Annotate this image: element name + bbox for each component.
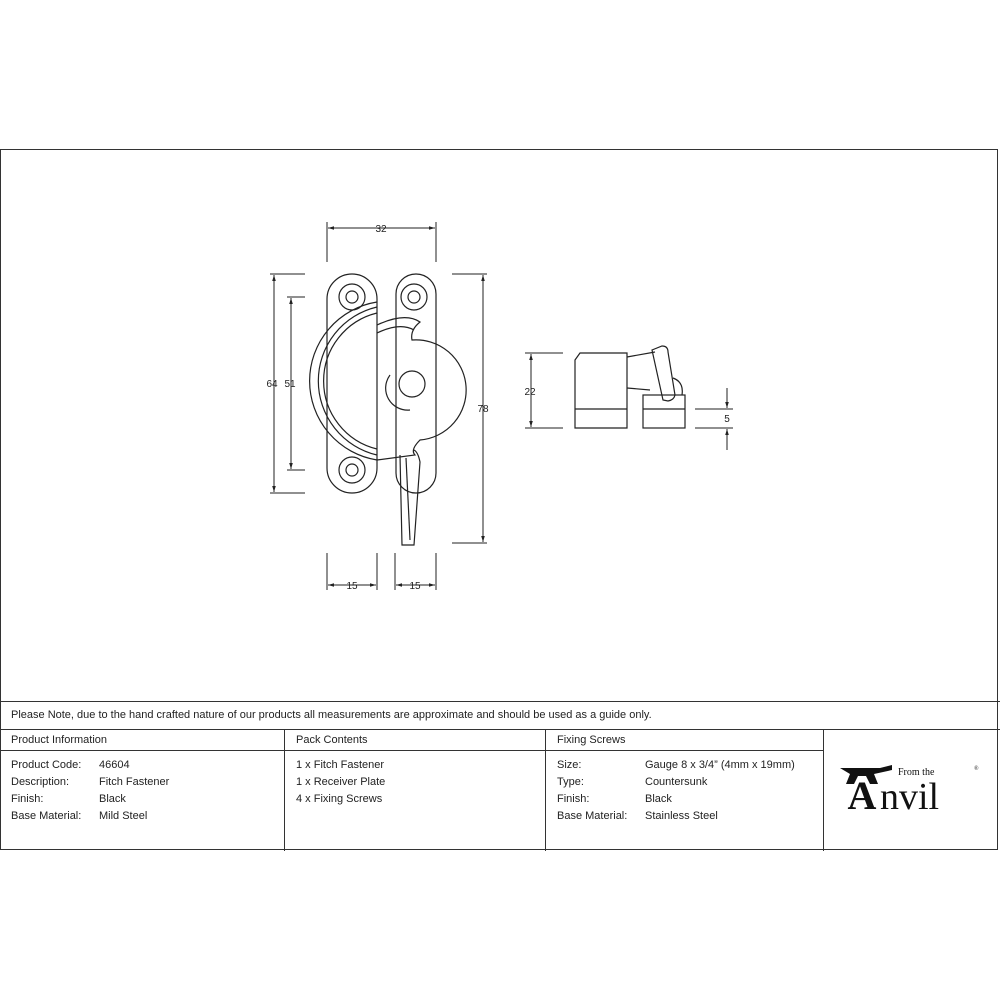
anvil-icon [840,765,892,784]
svg-text:64: 64 [266,379,278,390]
pack-contents-panel: Pack Contents 1 x Fitch Fastener 1 x Rec… [285,730,546,851]
svg-text:32: 32 [375,224,387,235]
product-information-panel: Product Information Product Code:46604 D… [0,730,285,851]
product-information-title: Product Information [0,730,284,751]
pack-item: 1 x Fitch Fastener [296,759,385,771]
svg-text:nvil: nvil [880,776,939,812]
info-row-product-code: Product Code:46604 [11,759,130,771]
logo-panel: A From the nvil ® [824,730,1000,851]
pack-item: 1 x Receiver Plate [296,776,386,788]
from-the-anvil-logo: A From the nvil ® [840,765,979,812]
side-view [574,345,686,429]
drawing-frame [0,149,998,850]
front-dimension-lines [270,222,487,590]
measurement-note: Please Note, due to the hand crafted nat… [0,701,1000,730]
svg-text:78: 78 [477,404,489,415]
screw-row-size: Size:Gauge 8 x 3/4” (4mm x 19mm) [557,759,795,771]
info-row-description: Description:Fitch Fastener [11,776,170,788]
svg-text:22: 22 [524,387,536,398]
svg-text:®: ® [974,765,979,772]
pack-item: 4 x Fixing Screws [296,793,383,805]
front-view [309,273,467,546]
fixing-screws-panel: Fixing Screws Size:Gauge 8 x 3/4” (4mm x… [546,730,824,851]
info-row-base-material: Base Material:Mild Steel [11,810,148,822]
info-row-finish: Finish:Black [11,793,126,805]
fixing-screws-title: Fixing Screws [546,730,823,751]
screw-row-type: Type:Countersunk [557,776,708,788]
screw-row-base-material: Base Material:Stainless Steel [557,810,718,822]
dimension-labels: 32 64 51 78 15 15 22 5 [266,224,730,592]
side-dimension-lines [525,352,733,450]
pack-contents-title: Pack Contents [285,730,545,751]
svg-text:51: 51 [284,379,296,390]
svg-text:5: 5 [724,414,730,425]
svg-text:15: 15 [409,581,421,592]
svg-text:From the: From the [898,767,935,778]
screw-row-finish: Finish:Black [557,793,672,805]
svg-text:A: A [848,773,877,812]
svg-text:15: 15 [346,581,358,592]
